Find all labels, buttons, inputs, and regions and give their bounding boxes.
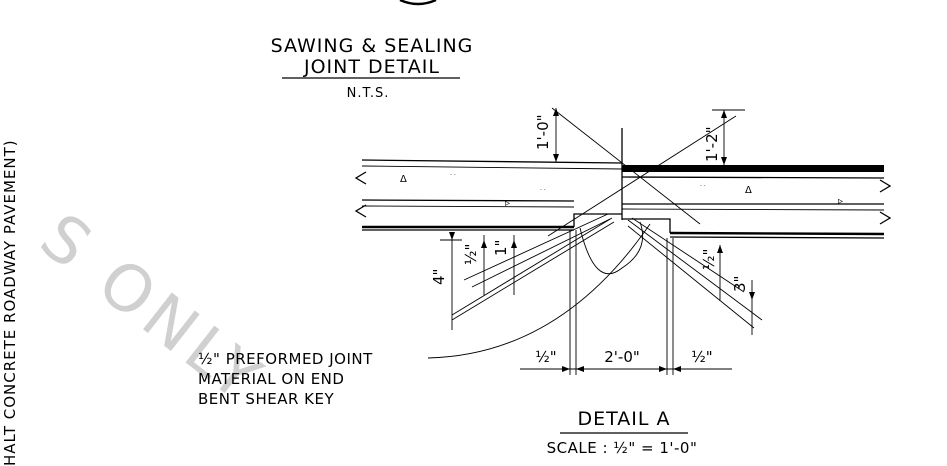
detail-scale-text: N.T.S. — [347, 86, 390, 101]
svg-text:. .: . . — [700, 181, 706, 188]
callout-line1: ½" PREFORMED JOINT — [198, 350, 373, 368]
right-vertical-dims — [717, 245, 755, 335]
callout-leader — [427, 223, 651, 359]
dim-right-half-label: ½" — [700, 249, 718, 270]
detail-title-line1: SAWING & SEALING — [271, 35, 474, 57]
side-sheet-label: HALT CONCRETE ROADWAY PAVEMENT) — [1, 139, 19, 466]
detail-title-line2: JOINT DETAIL — [303, 56, 440, 78]
detail-a-scale: SCALE : ½" = 1'-0" — [547, 439, 698, 457]
right-slope-line — [547, 115, 737, 237]
right-rise-dimension — [712, 109, 745, 165]
left-slope-line — [551, 107, 701, 225]
key-extension-lines — [569, 230, 674, 375]
right-rise-label: 1'-2" — [703, 126, 721, 162]
svg-text:. .: . . — [450, 170, 456, 177]
dim-1in-label: 1" — [492, 240, 510, 256]
svg-text:. .: . . — [540, 185, 546, 192]
left-rise-dimension — [553, 108, 559, 162]
dim-4in-label: 4" — [430, 269, 448, 285]
left-slab: Δ ▹ . . . . — [354, 159, 623, 231]
key-curve — [579, 221, 644, 275]
dim-bottom-center: 2'-0" — [604, 348, 640, 366]
callout-line2: MATERIAL ON END — [198, 370, 344, 388]
bottom-dimension-line — [520, 366, 732, 372]
dim-bottom-right-half: ½" — [691, 348, 712, 366]
left-vertical-dims — [440, 232, 517, 330]
right-shear-key-diagonals — [627, 217, 763, 329]
dim-bottom-left-half: ½" — [535, 348, 556, 366]
svg-text:Δ: Δ — [745, 185, 752, 196]
top-arc — [399, 0, 437, 6]
dim-3in-label: 3" — [731, 276, 749, 292]
left-rise-label: 1'-0" — [534, 114, 552, 150]
detail-a-title: DETAIL A — [578, 408, 671, 430]
callout-line3: BENT SHEAR KEY — [198, 390, 334, 408]
dim-left-half-label: ½" — [462, 244, 480, 265]
right-slab: Δ ▹ . . — [621, 165, 892, 239]
svg-text:▹: ▹ — [505, 198, 510, 209]
svg-text:Δ: Δ — [400, 174, 407, 185]
svg-text:▹: ▹ — [838, 196, 843, 207]
left-shear-key-diagonals — [451, 213, 615, 321]
